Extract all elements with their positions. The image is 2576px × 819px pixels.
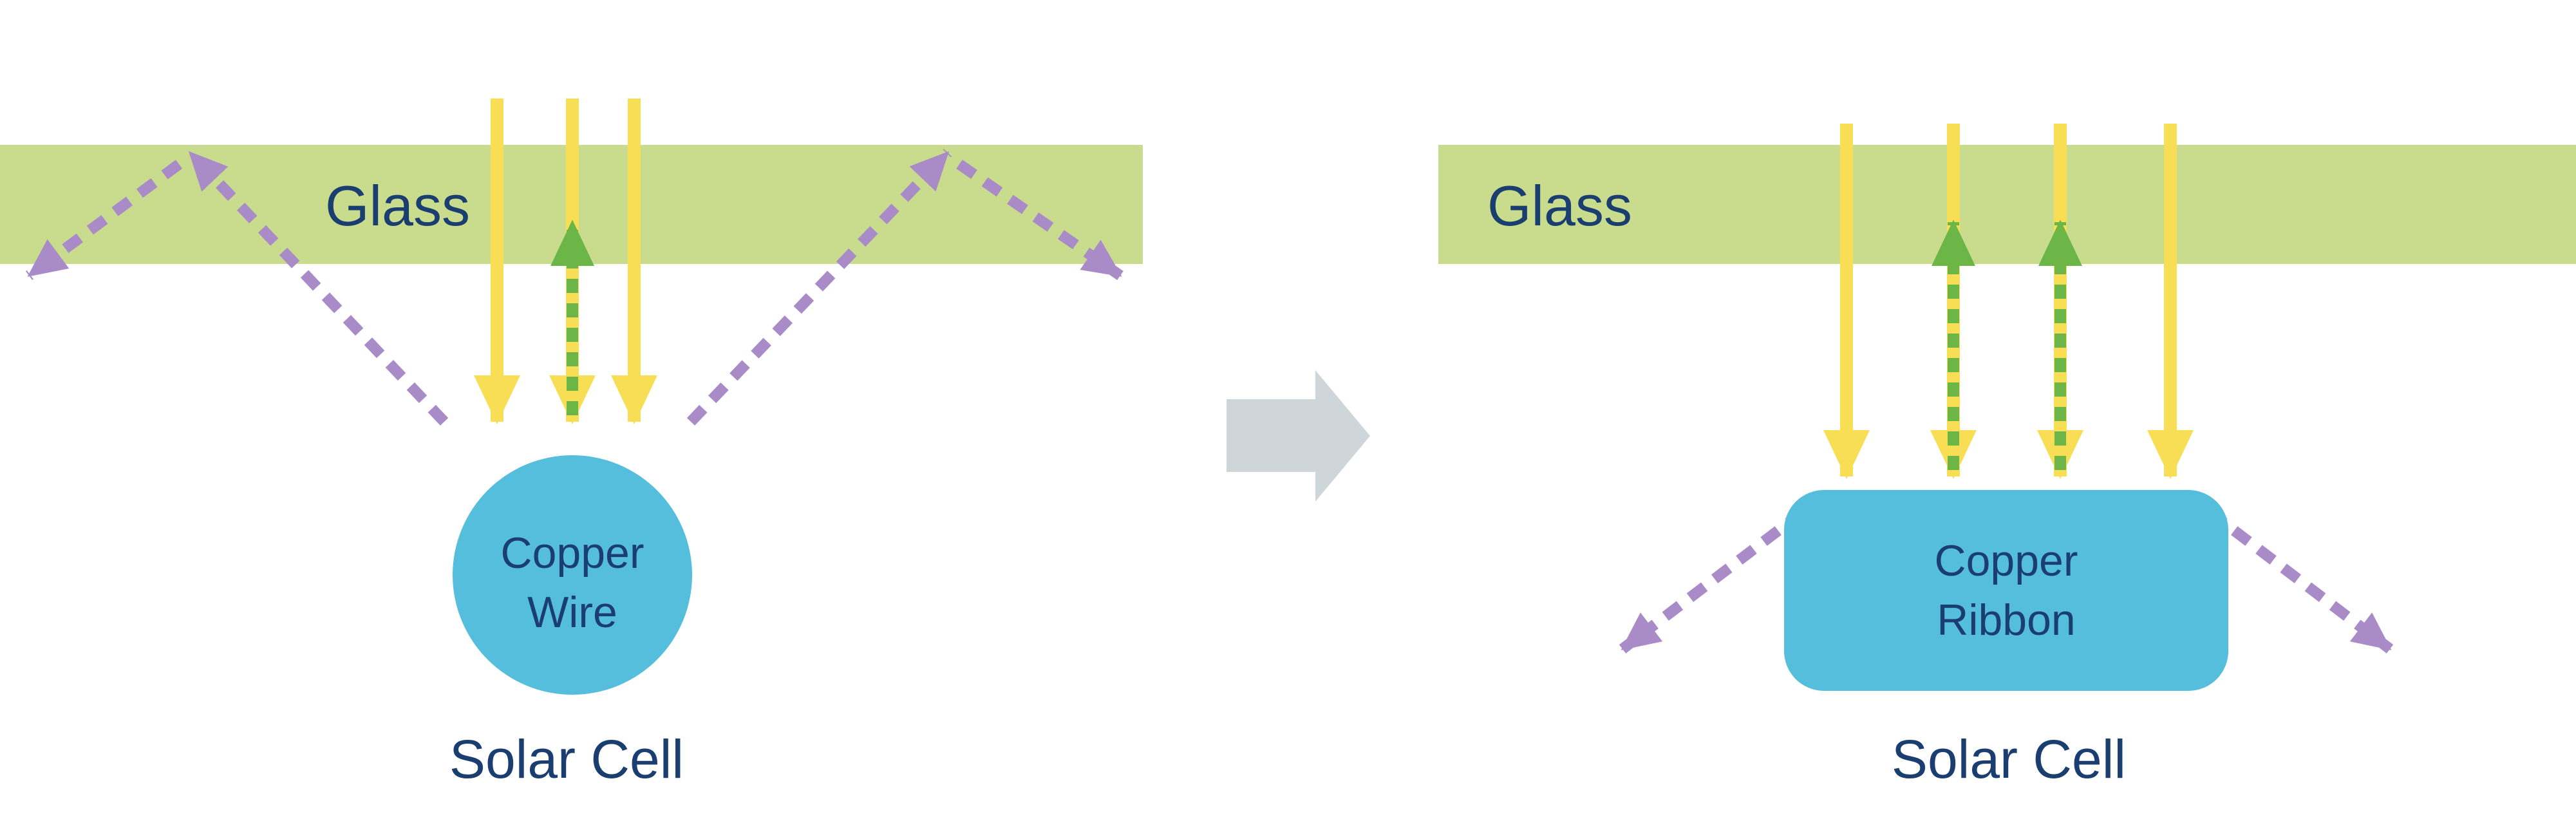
right-panel: Glass Copper Ribbon Solar Cell: [1438, 124, 2576, 789]
left-panel: Glass Copper Wire Solar Cell: [0, 99, 1143, 789]
scattered-light-escape-left-arrow-icon: [1619, 507, 1807, 654]
copper-ribbon-shape: [1784, 490, 2228, 691]
copper-wire-shape: [453, 455, 692, 695]
scattered-light-escape-left-arrow-icon: [25, 160, 183, 280]
scattered-light-arrows: [1619, 507, 2394, 654]
glass-band: [1438, 145, 2576, 264]
glass-label: Glass: [325, 174, 470, 238]
scattered-light-arrows: [25, 149, 1123, 426]
solar-cell-caption: Solar Cell: [1892, 729, 2126, 789]
copper-ribbon-label-line1: Copper: [1934, 536, 2078, 585]
copper-wire-label-line2: Wire: [527, 588, 617, 637]
scattered-light-up-right-arrow-icon: [686, 149, 952, 426]
scattered-light-escape-right-arrow-icon: [2206, 507, 2394, 654]
glass-label: Glass: [1487, 174, 1632, 238]
reflected-light-arrows: [1931, 220, 2083, 470]
solar-cell-caption: Solar Cell: [449, 729, 684, 789]
transition-right-arrow-icon: [1227, 370, 1370, 502]
copper-wire-label-line1: Copper: [500, 529, 644, 578]
copper-ribbon-label-line2: Ribbon: [1937, 596, 2076, 645]
scattered-light-escape-right-arrow-icon: [956, 160, 1123, 280]
